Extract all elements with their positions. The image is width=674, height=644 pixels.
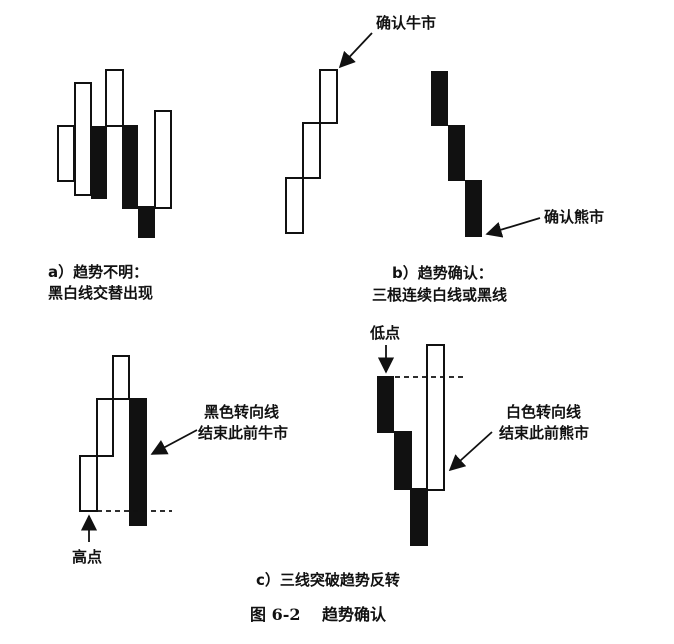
white-line-2 xyxy=(302,122,321,179)
black-line-2 xyxy=(122,125,138,209)
low-point-label: 低点 xyxy=(369,324,400,342)
white-line-2 xyxy=(74,82,92,196)
figure-caption: 图 6-2 趋势确认 xyxy=(250,605,387,624)
white-turn-arrow xyxy=(448,431,493,472)
black-line-2 xyxy=(448,125,465,181)
panel-b-bull-confirm xyxy=(285,32,373,234)
panel-a-trend-unclear xyxy=(57,69,172,238)
black-turn-label-2: 结束此前牛市 xyxy=(198,424,288,442)
white-line-3 xyxy=(319,69,338,124)
bear-confirm-label: 确认熊市 xyxy=(544,208,604,226)
panel-b-caption-2: 三根连续白线或黑线 xyxy=(372,286,507,304)
panel-a-caption-1: a）趋势不明： xyxy=(48,263,148,281)
white-line-1 xyxy=(285,177,304,234)
white-turn-label-2: 结束此前熊市 xyxy=(499,424,589,442)
white-line-2 xyxy=(96,398,114,457)
bull-confirm-label: 确认牛市 xyxy=(376,14,436,32)
panel-b-bear-confirm xyxy=(431,71,541,238)
black-line-3 xyxy=(138,206,155,238)
panel-c-white-reversal xyxy=(377,344,493,546)
bear-arrow xyxy=(485,217,541,238)
black-turn-label-1: 黑色转向线 xyxy=(204,403,279,421)
black-line-1 xyxy=(377,376,394,433)
black-line-3 xyxy=(465,180,482,237)
panel-c-caption: c）三线突破趋势反转 xyxy=(256,571,400,589)
black-turn-line xyxy=(129,398,147,526)
high-point-label: 高点 xyxy=(72,548,102,566)
white-line-1 xyxy=(79,455,98,512)
black-line-1 xyxy=(91,126,107,199)
panel-b-caption-1: b）趋势确认： xyxy=(392,264,493,282)
white-line-3 xyxy=(105,69,124,127)
white-turn-line xyxy=(426,344,445,491)
black-turn-arrow xyxy=(150,429,198,455)
white-line-4 xyxy=(154,110,172,209)
panel-c-black-reversal xyxy=(79,355,198,542)
black-line-2 xyxy=(394,431,412,490)
bull-arrow xyxy=(338,32,373,69)
panel-a-caption-2: 黑白线交替出现 xyxy=(48,284,153,302)
white-turn-label-1: 白色转向线 xyxy=(506,403,581,421)
white-line-1 xyxy=(57,125,75,182)
black-line-3 xyxy=(410,488,428,546)
black-line-1 xyxy=(431,71,448,126)
white-line-3 xyxy=(112,355,130,400)
